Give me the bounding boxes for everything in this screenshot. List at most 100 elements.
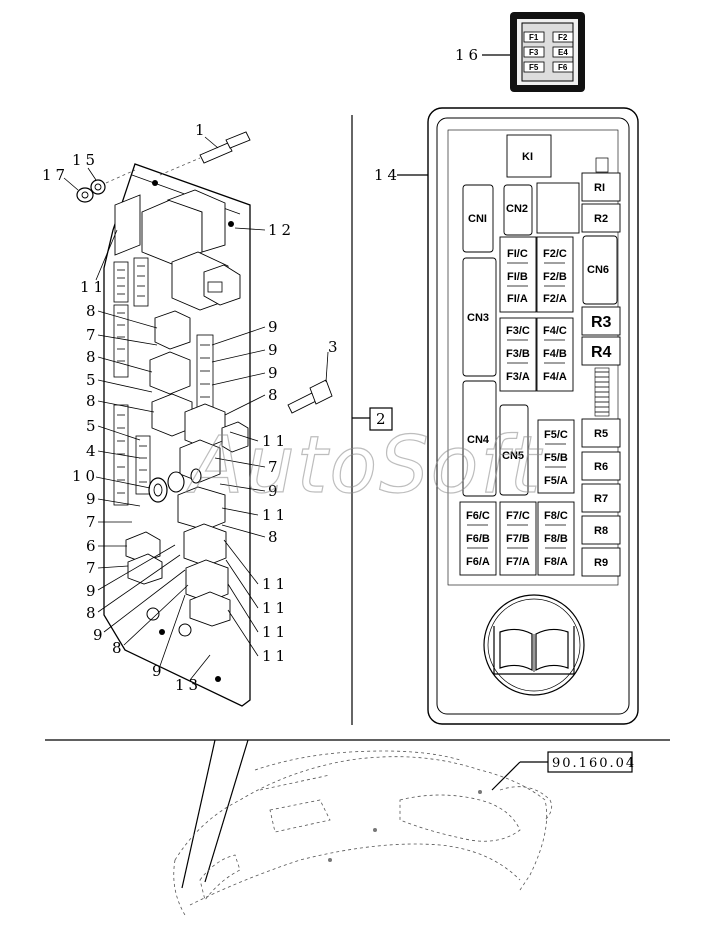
callout-3: 3 bbox=[328, 338, 342, 356]
f5a-label: F5/A bbox=[544, 475, 568, 487]
callout-9c: 9 bbox=[93, 626, 107, 644]
r4-label: R4 bbox=[591, 344, 612, 361]
diode-strip bbox=[594, 367, 610, 417]
callout-9f: 9 bbox=[268, 341, 282, 359]
f7a-label: F7/A bbox=[506, 556, 530, 568]
callout-8g: 8 bbox=[268, 528, 282, 546]
f6c-label: F6/C bbox=[466, 510, 490, 522]
reference-number: 90.160.04 bbox=[552, 756, 636, 771]
callouts-right-of-board: 9 9 9 8 11 7 9 11 8 11 11 11 11 bbox=[211, 318, 289, 665]
r1-label: RI bbox=[594, 182, 605, 194]
washer-parts bbox=[76, 169, 136, 203]
f4c-label: F4/C bbox=[543, 325, 567, 337]
r5-label: R5 bbox=[594, 428, 608, 440]
r6-label: R6 bbox=[594, 461, 608, 473]
callout-11d: 11 bbox=[262, 575, 289, 593]
callout-11f: 11 bbox=[262, 623, 289, 641]
f2b-label: F2/B bbox=[543, 271, 567, 283]
callout-2: 2 bbox=[376, 410, 390, 428]
mini-f3-label: F3 bbox=[529, 48, 539, 57]
stud-part-1 bbox=[159, 131, 251, 176]
callout-15: 15 bbox=[72, 151, 99, 169]
f7b-label: F7/B bbox=[506, 533, 530, 545]
mini-f6-label: F6 bbox=[558, 63, 568, 72]
f3b-label: F3/B bbox=[506, 348, 530, 360]
callout-5a: 5 bbox=[86, 371, 100, 389]
mini-f2-label: F2 bbox=[558, 33, 568, 42]
callout-9h: 9 bbox=[268, 482, 282, 500]
callout-9b: 9 bbox=[86, 582, 100, 600]
cn6-label: CN6 bbox=[587, 264, 609, 276]
ki-label: KI bbox=[522, 151, 533, 163]
callout-11c: 11 bbox=[262, 506, 289, 524]
f7c-label: F7/C bbox=[506, 510, 530, 522]
cn1-label: CNI bbox=[468, 213, 487, 225]
callout-9a: 9 bbox=[86, 490, 100, 508]
f5c-label: F5/C bbox=[544, 429, 568, 441]
callout-9g: 9 bbox=[268, 364, 282, 382]
r9-label: R9 bbox=[594, 557, 608, 569]
f8c-label: F8/C bbox=[544, 510, 568, 522]
callout-9e: 9 bbox=[268, 318, 282, 336]
f2a-label: F2/A bbox=[543, 293, 567, 305]
callout-7d: 7 bbox=[268, 458, 282, 476]
callout-11g: 11 bbox=[262, 647, 289, 665]
callout-7a: 7 bbox=[86, 326, 100, 344]
callout-1: 1 bbox=[195, 121, 209, 139]
f1a-label: FI/A bbox=[507, 293, 528, 305]
f3a-label: F3/A bbox=[506, 371, 530, 383]
callout-5b: 5 bbox=[86, 417, 100, 435]
callout-8e: 8 bbox=[112, 639, 126, 657]
callout-9d: 9 bbox=[152, 662, 166, 680]
f2c-label: F2/C bbox=[543, 248, 567, 260]
f4a-label: F4/A bbox=[543, 371, 567, 383]
callout-17: 17 bbox=[42, 166, 69, 184]
callout-12: 12 bbox=[268, 221, 295, 239]
f8a-label: F8/A bbox=[544, 556, 568, 568]
relay-board bbox=[103, 163, 251, 707]
callout-11b: 11 bbox=[262, 432, 289, 450]
r8-label: R8 bbox=[594, 525, 608, 537]
cn5-label: CN5 bbox=[502, 450, 524, 462]
callout-8f: 8 bbox=[268, 386, 282, 404]
r7-label: R7 bbox=[594, 493, 608, 505]
callout-11-top: 11 bbox=[80, 278, 107, 296]
callout-11e: 11 bbox=[262, 599, 289, 617]
f5b-label: F5/B bbox=[544, 452, 568, 464]
callout-13: 13 bbox=[175, 676, 202, 694]
f6a-label: F6/A bbox=[466, 556, 490, 568]
callout-6: 6 bbox=[86, 537, 100, 555]
cn3-label: CN3 bbox=[467, 312, 489, 324]
mini-f1-label: F1 bbox=[529, 33, 539, 42]
callout-7b: 7 bbox=[86, 513, 100, 531]
mini-fuse-panel: F1 F2 F3 E4 F5 F6 bbox=[510, 12, 585, 92]
r2-label: R2 bbox=[594, 213, 608, 225]
fuse-panel-layout: KI CNI CN2 RI R2 FI/C FI/B FI/A F2/C F2/… bbox=[459, 134, 621, 696]
cn2-label: CN2 bbox=[506, 203, 528, 215]
callout-14: 14 bbox=[374, 166, 401, 184]
callout-8c: 8 bbox=[86, 392, 100, 410]
mini-f5-label: F5 bbox=[529, 63, 539, 72]
f1b-label: FI/B bbox=[507, 271, 528, 283]
mini-f4-label: E4 bbox=[558, 48, 568, 57]
callout-16: 16 bbox=[455, 46, 482, 64]
cn4-label: CN4 bbox=[467, 434, 490, 446]
ref-box-2 bbox=[369, 407, 393, 431]
f8b-label: F8/B bbox=[544, 533, 568, 545]
f1c-label: FI/C bbox=[507, 248, 528, 260]
callouts-left: 1 15 17 12 11 3 8 7 8 5 8 5 4 10 9 7 6 7… bbox=[42, 121, 342, 694]
watermark: AutoSoft bbox=[185, 421, 543, 511]
callout-4: 4 bbox=[86, 442, 100, 460]
reference-box bbox=[547, 751, 633, 773]
manual-book-icon bbox=[483, 594, 585, 696]
r3-label: R3 bbox=[591, 314, 612, 331]
callout-8b: 8 bbox=[86, 348, 100, 366]
callout-8d: 8 bbox=[86, 604, 100, 622]
f6b-label: F6/B bbox=[466, 533, 490, 545]
stud-part-3 bbox=[287, 351, 333, 414]
callout-10: 10 bbox=[72, 467, 99, 485]
callout-7c: 7 bbox=[86, 559, 100, 577]
f4b-label: F4/B bbox=[543, 348, 567, 360]
f3c-label: F3/C bbox=[506, 325, 530, 337]
